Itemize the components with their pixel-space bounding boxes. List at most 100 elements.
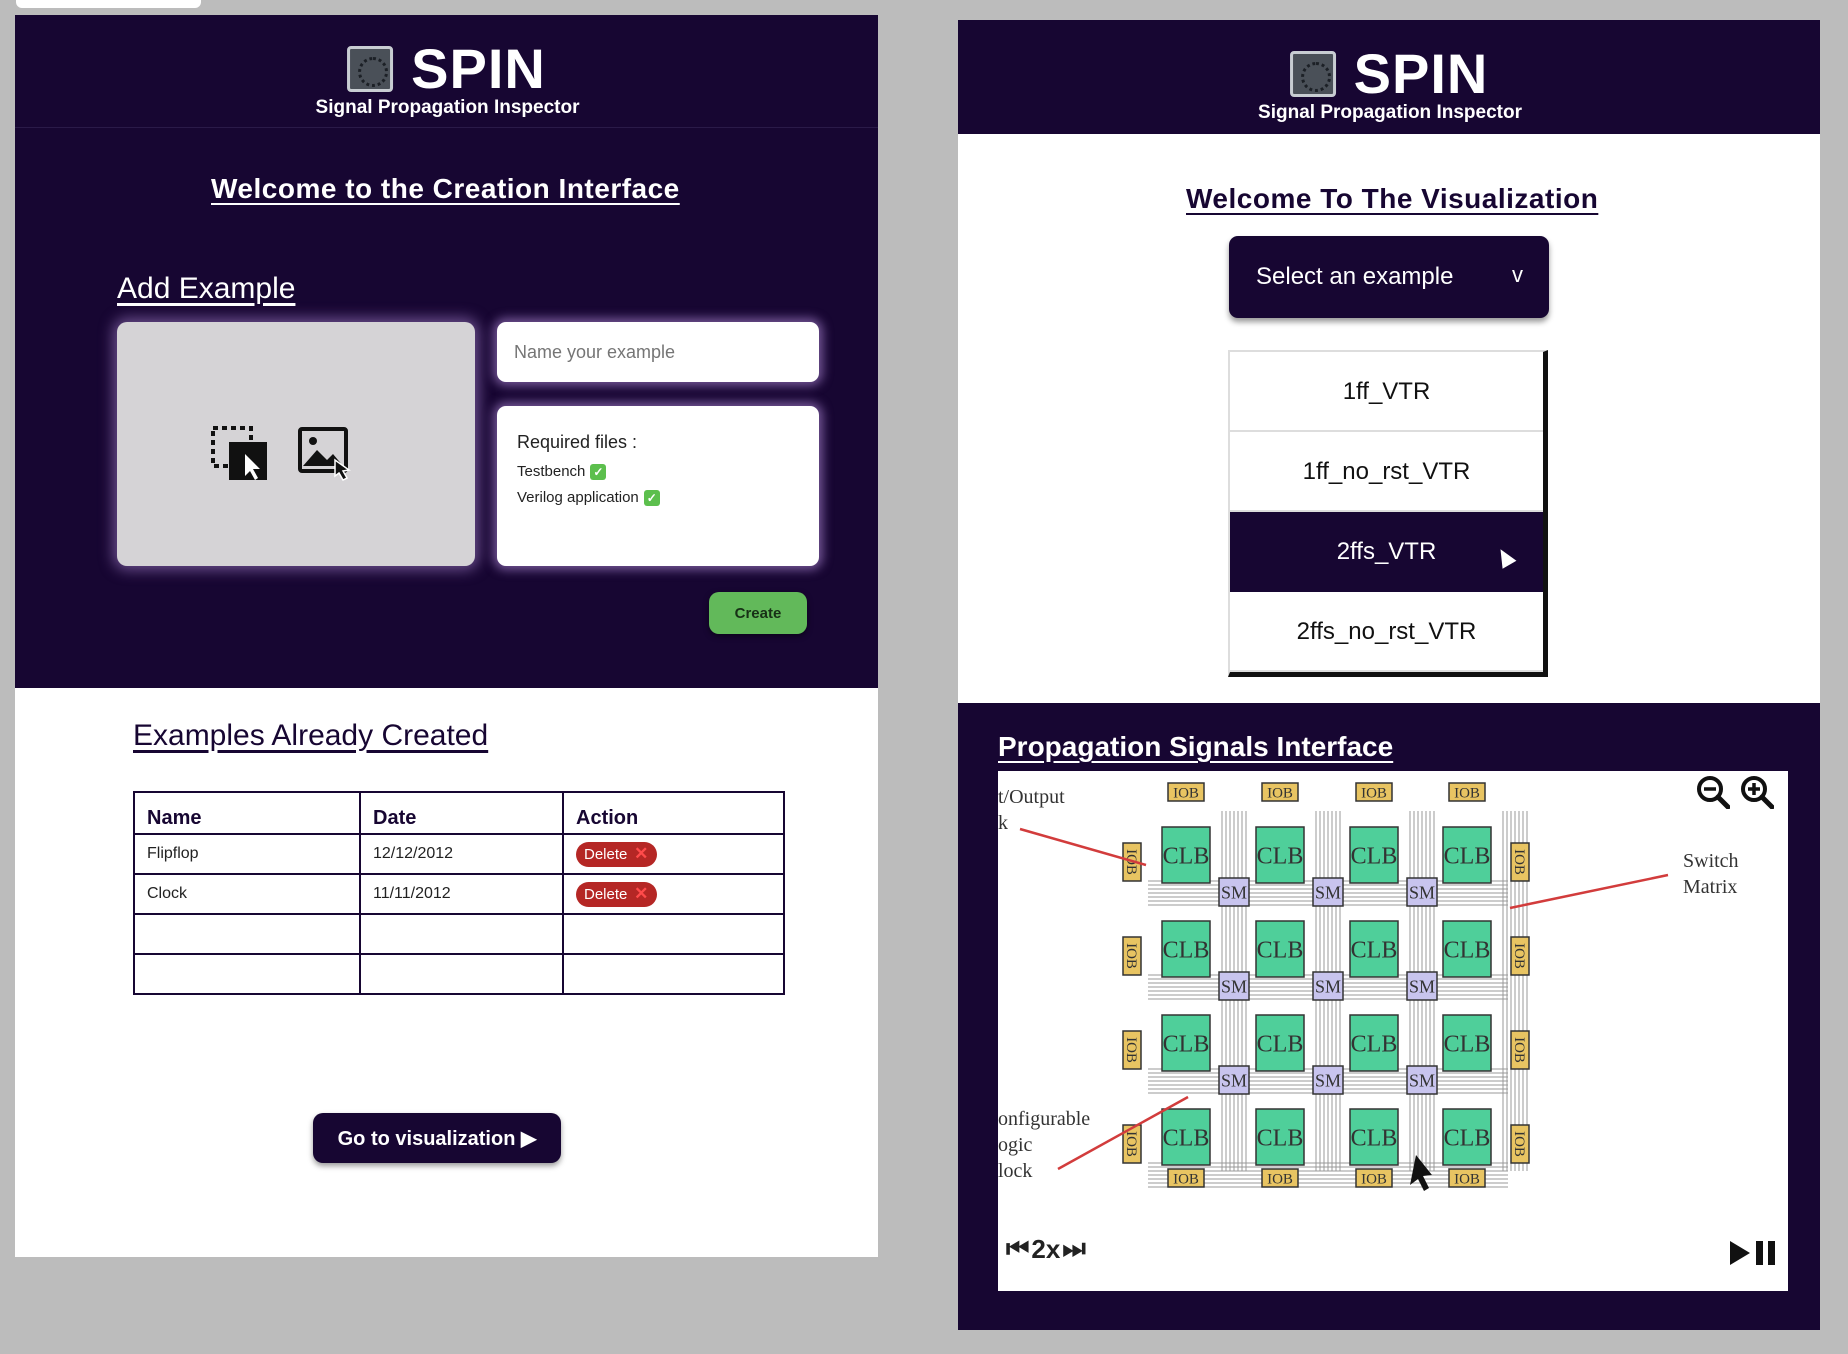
switch-matrix <box>1406 971 1438 1001</box>
clb-block-label: CLB <box>1163 843 1210 869</box>
iob-block-label: IOB <box>1511 1037 1527 1063</box>
iob-block <box>1261 1168 1299 1188</box>
switch-matrix <box>1406 1065 1438 1095</box>
iob-block-label: IOB <box>1123 943 1139 969</box>
clb-block-label: CLB <box>1351 1031 1398 1057</box>
clb-block-label: CLB <box>1444 1031 1491 1057</box>
io-pointer-line <box>1019 827 1147 867</box>
switch-label-line: Switch <box>1683 850 1739 872</box>
brand-subtitle: Signal Propagation Inspector <box>1258 102 1522 123</box>
chevron-down-icon: v <box>1512 262 1523 287</box>
clb-block <box>1161 1108 1211 1166</box>
example-name-input[interactable] <box>497 322 819 382</box>
cell-action: Delete✕ <box>562 833 785 875</box>
table-row: Flipflop 12/12/2012 Delete✕ <box>133 833 785 875</box>
clb-label-line: onfigurable <box>998 1108 1090 1130</box>
dropdown-option[interactable]: 1ff_VTR <box>1230 352 1543 432</box>
iob-block-label: IOB <box>1511 849 1527 875</box>
dropdown-option[interactable]: 1ff_no_rst_VTR <box>1230 432 1543 512</box>
switch-matrix <box>1218 971 1250 1001</box>
dropdown-option[interactable]: 2ffs_no_rst_VTR <box>1230 592 1543 672</box>
clb-block-label: CLB <box>1351 843 1398 869</box>
rewind-icon[interactable]: ⏮ <box>1006 1233 1030 1263</box>
speed-label[interactable]: 2x <box>1031 1233 1061 1264</box>
example-select[interactable]: Select an example v <box>1229 236 1549 318</box>
delete-button[interactable]: Delete✕ <box>576 881 658 907</box>
switch-matrix <box>1312 877 1344 907</box>
page-title: Welcome To The Visualization <box>1186 183 1599 214</box>
check-icon: ✓ <box>643 489 660 506</box>
iob-block-label: IOB <box>1173 785 1199 801</box>
page-title: Welcome to the Creation Interface <box>211 173 680 204</box>
iob-block-label: IOB <box>1267 785 1293 801</box>
iob-block <box>1122 1030 1142 1070</box>
iob-block <box>1448 782 1486 802</box>
cell-date: 12/12/2012 <box>359 833 564 875</box>
clb-block <box>1255 1014 1305 1072</box>
cell-name: Clock <box>133 873 361 915</box>
switch-matrix-label: SM <box>1221 976 1247 996</box>
column-header-name: Name <box>133 791 361 835</box>
zoom-out-icon[interactable] <box>1696 775 1730 809</box>
iob-block <box>1122 936 1142 976</box>
clb-block-label: CLB <box>1257 1031 1304 1057</box>
iob-block <box>1355 782 1393 802</box>
switch-matrix-label: SM <box>1409 882 1435 902</box>
switch-label-line: Matrix <box>1683 876 1737 898</box>
spin-logo-icon <box>347 46 394 92</box>
iob-block-label: IOB <box>1361 785 1387 801</box>
iob-block <box>1122 1124 1142 1164</box>
iob-block <box>1448 1168 1486 1188</box>
dropdown-option-selected[interactable]: 2ffs_VTR <box>1230 512 1543 592</box>
brand-subtitle: Signal Propagation Inspector <box>315 97 580 118</box>
clb-block-label: CLB <box>1163 1031 1210 1057</box>
clb-block <box>1255 826 1305 884</box>
io-label-line: k <box>998 812 1008 834</box>
iob-block-label: IOB <box>1454 1171 1480 1187</box>
cursor-icon <box>1493 545 1517 569</box>
header: SPIN Signal Propagation Inspector <box>958 20 1820 134</box>
creation-page: SPIN Signal Propagation Inspector Welcom… <box>15 15 878 1257</box>
clb-block <box>1255 1108 1305 1166</box>
clb-block-label: CLB <box>1163 937 1210 963</box>
go-to-visualization-button[interactable]: Go to visualization ▶ <box>313 1113 561 1163</box>
delete-button[interactable]: Delete✕ <box>576 841 658 867</box>
add-example-title: Add Example <box>117 272 296 305</box>
zoom-in-icon[interactable] <box>1740 775 1774 809</box>
iob-block-label: IOB <box>1123 849 1139 875</box>
play-pause-icon[interactable] <box>1728 1239 1780 1267</box>
header: SPIN Signal Propagation Inspector <box>15 15 878 128</box>
iob-block <box>1510 1124 1530 1164</box>
clb-label-line: lock <box>998 1160 1032 1182</box>
clb-block <box>1442 1108 1492 1166</box>
create-button[interactable]: Create <box>709 592 807 634</box>
file-dropzone[interactable] <box>117 322 475 566</box>
switch-matrix <box>1312 1065 1344 1095</box>
iob-block <box>1510 842 1530 882</box>
table-row-empty <box>133 953 785 995</box>
brand: SPIN Signal Propagation Inspector <box>1256 46 1522 124</box>
image-upload-icon <box>298 427 351 481</box>
iob-block <box>1167 782 1205 802</box>
window-tab <box>16 0 201 8</box>
play-icon: ▶ <box>520 1127 537 1150</box>
clb-block <box>1349 1108 1399 1166</box>
iob-block-label: IOB <box>1361 1171 1387 1187</box>
fast-forward-icon[interactable]: ⏭ <box>1062 1233 1086 1263</box>
clb-block-label: CLB <box>1351 1125 1398 1151</box>
switch-pointer-line <box>1509 873 1669 910</box>
switch-matrix <box>1218 877 1250 907</box>
clb-block <box>1349 920 1399 978</box>
add-example-section: Welcome to the Creation Interface Add Ex… <box>15 128 878 688</box>
cell-date: 11/11/2012 <box>359 873 564 915</box>
cell-action: Delete✕ <box>562 873 785 915</box>
clb-block-label: CLB <box>1351 937 1398 963</box>
clb-block <box>1161 826 1211 884</box>
switch-matrix-label: SM <box>1315 882 1341 902</box>
spin-logo-icon <box>1289 51 1336 97</box>
iob-block <box>1167 1168 1205 1188</box>
iob-block <box>1355 1168 1393 1188</box>
